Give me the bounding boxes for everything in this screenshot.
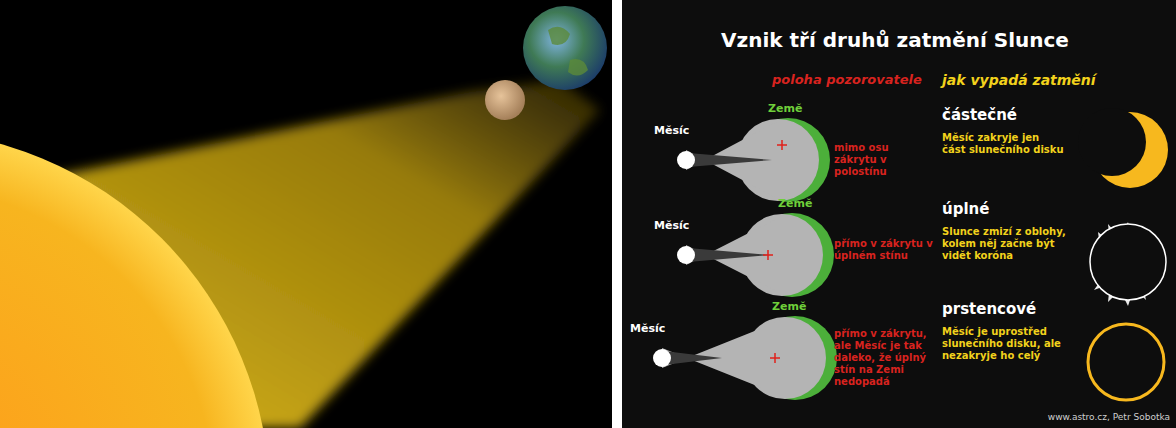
eclipse-description: Slunce zmizí z oblohy, kolem něj začne b…	[942, 226, 1068, 262]
title: Vznik tří druhů zatmění Slunce	[618, 28, 1172, 52]
eclipse-description: Měsíc je uprostřed slunečního disku, ale…	[942, 326, 1068, 362]
earth-label: Země	[768, 102, 802, 115]
eclipse-description: Měsíc zakryje jen část slunečního disku	[942, 132, 1064, 156]
moon-label: Měsíc	[654, 124, 689, 137]
credit: www.astro.cz, Petr Sobotka	[1048, 412, 1170, 423]
eclipse-type: částečné	[942, 106, 1017, 124]
observer-note: přímo v zákrytu v úplném stínu	[834, 238, 934, 262]
observer-note: přímo v zákrytu, ale Měsíc je tak daleko…	[834, 328, 934, 388]
earth-label: Země	[772, 300, 806, 313]
eclipse-type: úplné	[942, 200, 989, 218]
earth-label: Země	[778, 197, 812, 210]
column-header: poloha pozorovatele	[772, 72, 932, 88]
column-header: jak vypadá zatmění	[942, 72, 1142, 89]
moon-label: Měsíc	[630, 322, 665, 335]
observer-note: mimo osu zákrytu v polostínu	[834, 142, 934, 178]
moon-label: Měsíc	[654, 219, 689, 232]
eclipse-type: prstencové	[942, 300, 1036, 318]
